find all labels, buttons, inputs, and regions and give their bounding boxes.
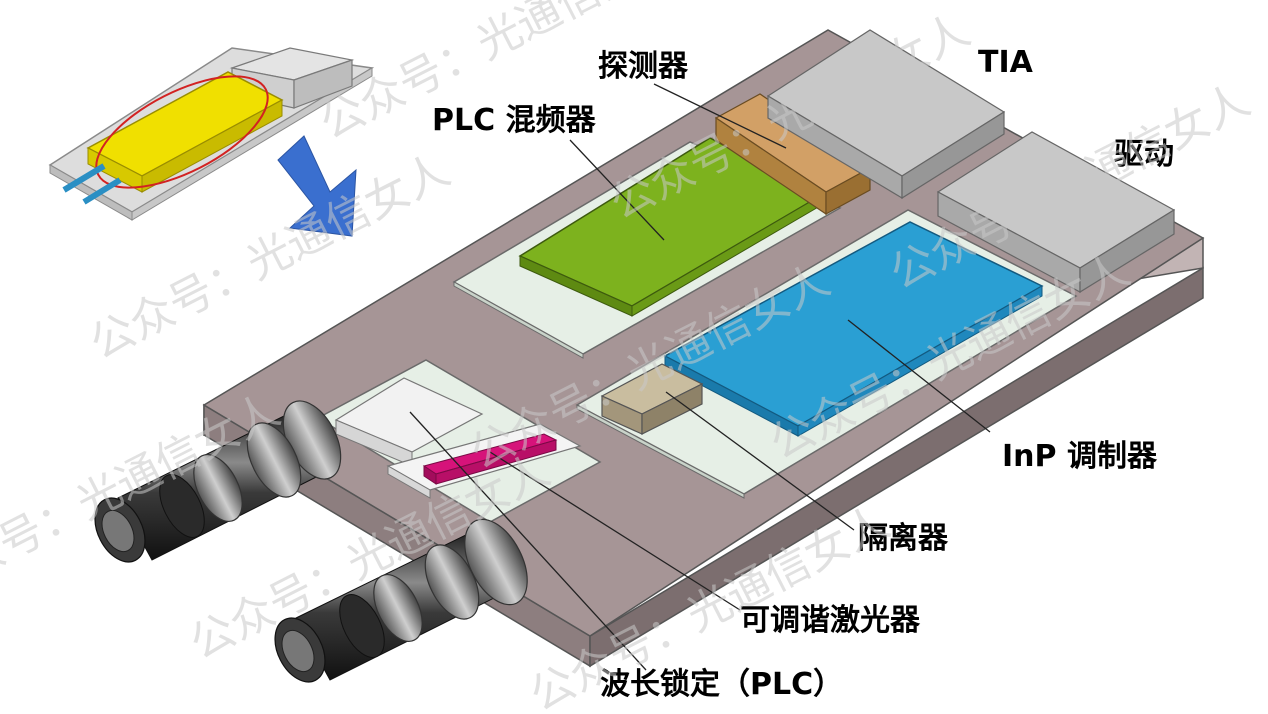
- label-isolator: 隔离器: [858, 521, 949, 556]
- leader-wavelength-lock: [409, 411, 647, 671]
- fiber-connector-right: [274, 518, 528, 683]
- leader-inp-modulator: [847, 319, 991, 433]
- leader-detector: [653, 83, 787, 149]
- label-plc-mixer: PLC 混频器: [432, 103, 597, 138]
- label-driver: 驱动: [1114, 137, 1174, 172]
- tia-chip: [766, 29, 1006, 200]
- leader-plc-mixer: [569, 139, 665, 241]
- labels: 探测器 TIA PLC 混频器 驱动 InP 调制器 隔离器 可调谐激光器 波长…: [432, 45, 1174, 702]
- highlight-ellipse: [95, 75, 269, 189]
- label-tia: TIA: [978, 45, 1034, 80]
- plc-mixer: [452, 137, 842, 359]
- module-thumbnail: [48, 47, 375, 221]
- leader-tunable-laser: [489, 451, 741, 611]
- isolator: [600, 363, 704, 435]
- laser-carrier: [316, 359, 602, 523]
- detector: [714, 93, 872, 216]
- zoom-arrow-icon: [277, 135, 357, 237]
- label-inp-modulator: InP 调制器: [1002, 439, 1158, 474]
- label-detector: 探测器: [598, 49, 689, 84]
- fiber-connector-left: [94, 400, 342, 563]
- driver-chip: [936, 131, 1176, 294]
- label-wavelength-lock: 波长锁定（PLC）: [600, 667, 843, 702]
- label-tunable-laser: 可调谐激光器: [740, 603, 921, 638]
- leader-isolator: [665, 391, 855, 531]
- leader-lines: [409, 83, 991, 671]
